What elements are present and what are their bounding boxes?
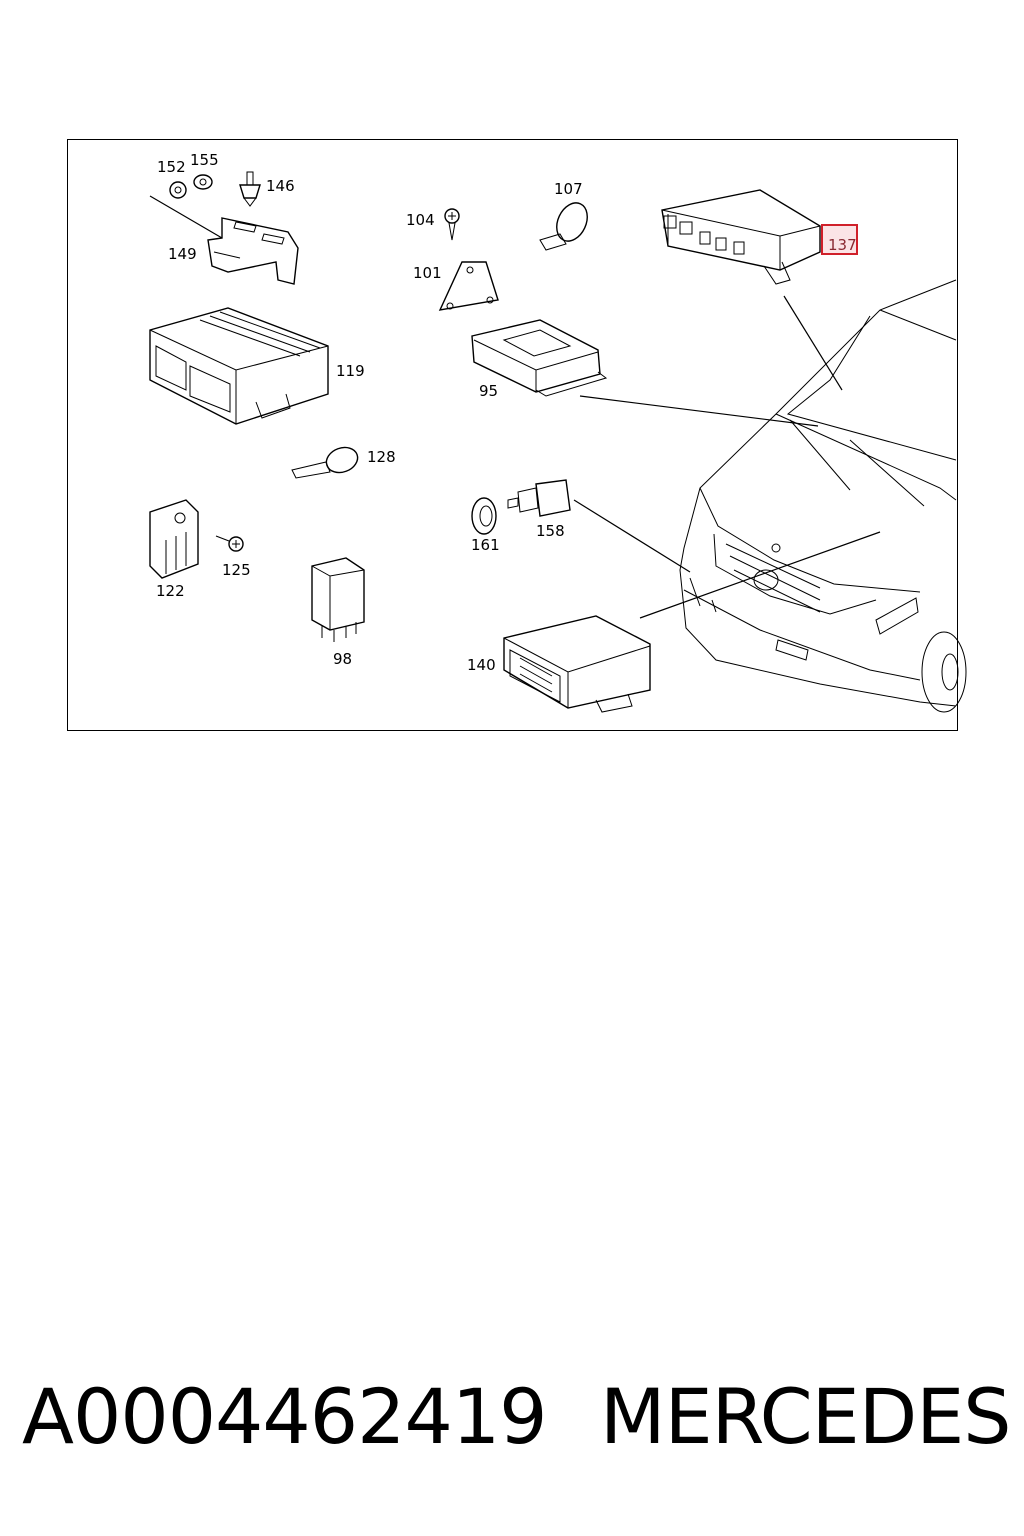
label-137-highlighted[interactable]: 137 xyxy=(828,236,857,254)
part-140-control-module[interactable] xyxy=(503,615,651,713)
label-146[interactable]: 146 xyxy=(266,177,295,195)
part-119-ecu[interactable] xyxy=(149,307,329,425)
part-155-nut[interactable] xyxy=(193,174,213,190)
leader-158 xyxy=(573,499,691,573)
label-125[interactable]: 125 xyxy=(222,561,251,579)
leader-152 xyxy=(149,195,223,239)
part-149-bracket[interactable] xyxy=(207,217,299,285)
label-95[interactable]: 95 xyxy=(479,382,498,400)
part-128-cable-tie[interactable] xyxy=(291,443,361,479)
label-149[interactable]: 149 xyxy=(168,245,197,263)
part-104-screw[interactable] xyxy=(444,208,460,241)
part-number: A0004462419 xyxy=(22,1372,548,1461)
part-146-clip[interactable] xyxy=(239,171,261,207)
highlight-box-137 xyxy=(821,224,858,255)
part-98-relay[interactable] xyxy=(311,557,365,642)
part-161-holder[interactable] xyxy=(471,497,497,535)
label-152[interactable]: 152 xyxy=(157,158,186,176)
part-107-cable-tie[interactable] xyxy=(539,198,593,251)
label-101[interactable]: 101 xyxy=(413,264,442,282)
label-107[interactable]: 107 xyxy=(554,180,583,198)
part-152-washer[interactable] xyxy=(169,181,187,199)
label-98[interactable]: 98 xyxy=(333,650,352,668)
part-122-relay-holder[interactable] xyxy=(149,499,199,579)
label-104[interactable]: 104 xyxy=(406,211,435,229)
label-161[interactable]: 161 xyxy=(471,536,500,554)
label-128[interactable]: 128 xyxy=(367,448,396,466)
label-119[interactable]: 119 xyxy=(336,362,365,380)
label-122[interactable]: 122 xyxy=(156,582,185,600)
leader-140 xyxy=(639,531,881,619)
part-137-control-unit[interactable] xyxy=(661,189,821,285)
part-95-module[interactable] xyxy=(471,319,608,397)
label-158[interactable]: 158 xyxy=(536,522,565,540)
leader-137 xyxy=(783,295,843,391)
part-125-screw[interactable] xyxy=(215,535,244,552)
leader-95 xyxy=(579,395,819,427)
part-101-mounting-plate[interactable] xyxy=(438,261,499,311)
label-140[interactable]: 140 xyxy=(467,656,496,674)
vehicle-front-illustration xyxy=(679,279,967,713)
brand-name: MERCEDES xyxy=(600,1372,1011,1461)
part-158-sensor[interactable] xyxy=(507,479,571,517)
label-155[interactable]: 155 xyxy=(190,151,219,169)
